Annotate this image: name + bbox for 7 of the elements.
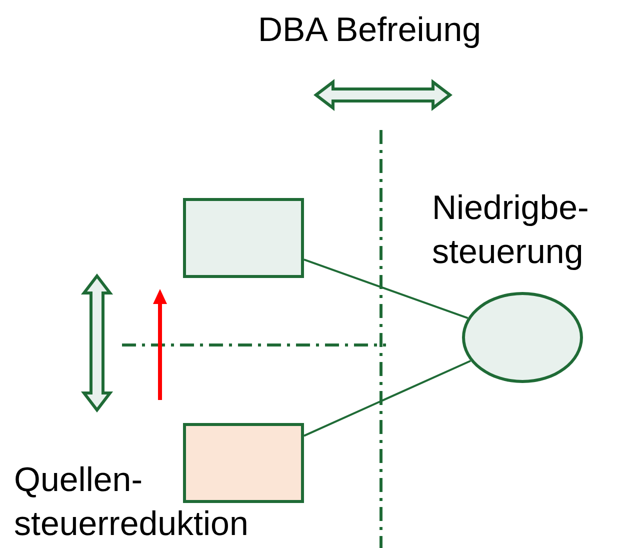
connector-line	[304, 360, 471, 437]
rectangle-box	[183, 198, 304, 278]
connector-line	[304, 258, 468, 319]
node-caption: Quellen- steuerreduktion	[14, 460, 250, 545]
heading-label: DBA Befreiung	[258, 10, 482, 51]
node-caption: Niedrigbe- steuerung	[432, 188, 590, 273]
rectangle-box	[183, 423, 304, 503]
